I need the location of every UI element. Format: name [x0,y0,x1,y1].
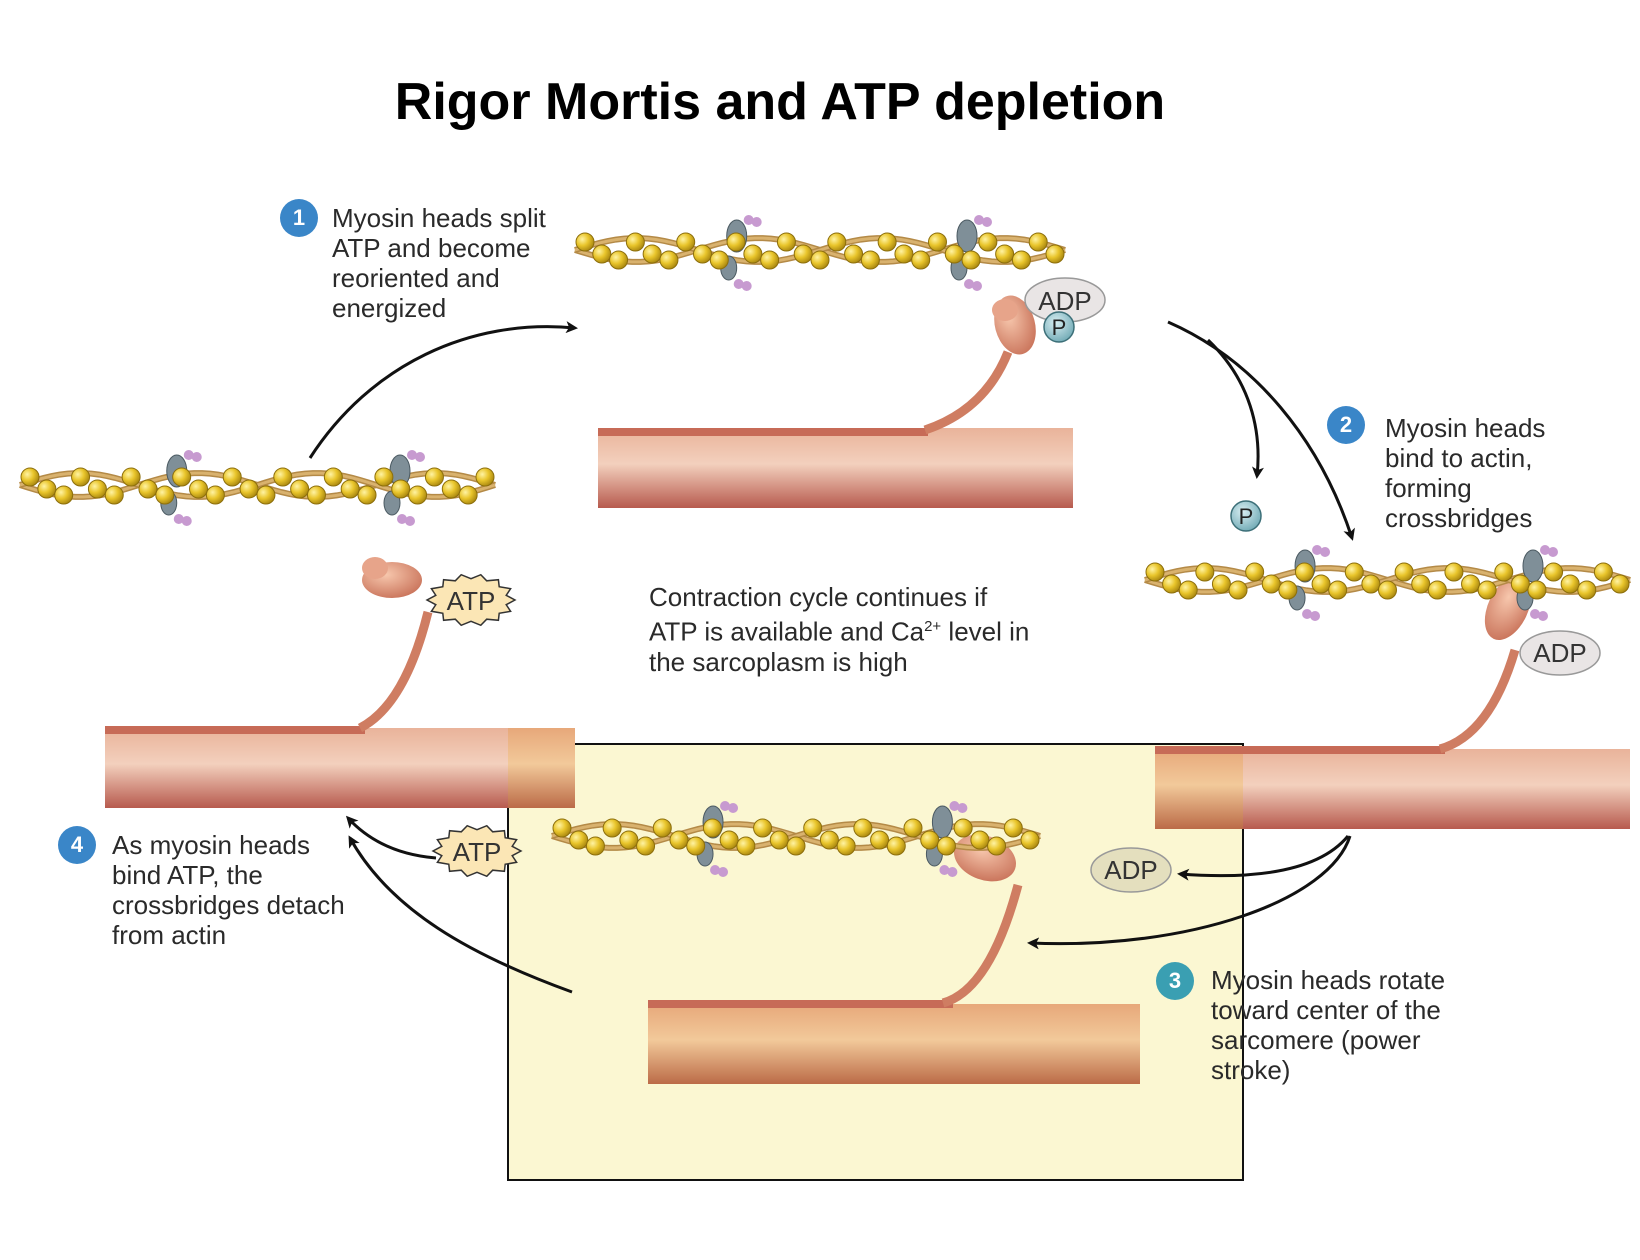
svg-text:ADP: ADP [1038,286,1091,316]
thick-filament-top [598,428,1073,508]
step-1-badge: 1 [280,199,318,237]
adp-molecule: ADP [1519,630,1601,676]
step-2-badge: 2 [1327,406,1365,444]
myosin-head-icon [923,295,1036,435]
thick-filament-bottom [648,1000,1140,1084]
phosphate-molecule: P [1043,311,1075,343]
adp-molecule: ADP [1090,847,1172,893]
center-note: Contraction cycle continues if ATP is av… [649,582,1030,677]
svg-text:ATP: ATP [447,586,496,616]
myosin-head-icon [357,557,433,733]
thick-filament-right [1155,746,1630,829]
atp-molecule: ATP [431,824,523,878]
svg-text:P: P [1052,315,1067,340]
adp-molecule: ADP [1024,277,1106,323]
curved-arrow-icon [308,320,1355,994]
thick-filament-left [105,726,575,808]
svg-text:P: P [1239,504,1254,529]
phosphate-molecule: P [1230,500,1262,532]
svg-text:ADP: ADP [1104,855,1157,885]
step-4-label: As myosin heads bind ATP, the crossbridg… [112,830,345,950]
page-title: Rigor Mortis and ATP depletion [394,73,1166,131]
step-3-badge: 3 [1156,962,1194,1000]
step-4-badge: 4 [58,826,96,864]
atp-molecule: ATP [425,573,517,627]
actin-filament-icon [574,215,1066,291]
svg-text:ATP: ATP [453,837,502,867]
step-2-label: Myosin heads bind to actin, forming cros… [1385,413,1546,533]
actin-filament-icon [19,450,496,526]
svg-text:ADP: ADP [1533,638,1586,668]
step-1-label: Myosin heads split ATP and become reorie… [332,203,546,323]
highlight-box [507,743,1244,1181]
actin-filament-icon [551,801,1041,877]
actin-filament-icon [1144,545,1631,621]
step-3-label: Myosin heads rotate toward center of the… [1211,965,1446,1085]
